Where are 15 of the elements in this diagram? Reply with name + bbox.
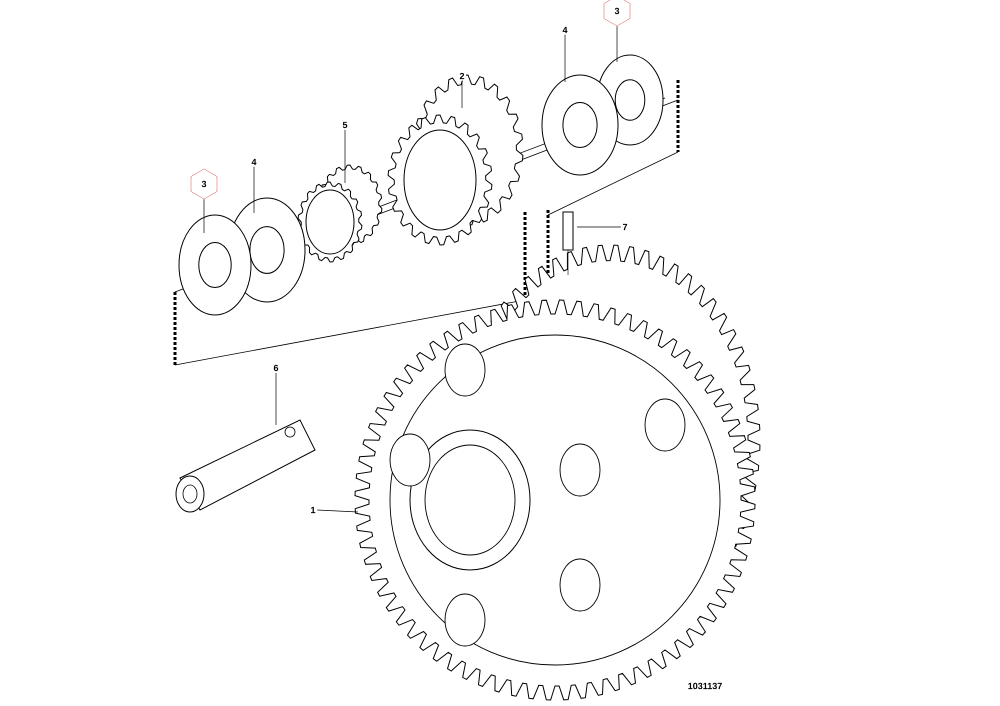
- callout-number: 3: [190, 168, 218, 200]
- callout-number: 1: [309, 505, 317, 515]
- callout-number: 5: [341, 120, 349, 130]
- leader-line: [316, 510, 358, 512]
- callout-number: 4: [250, 157, 258, 167]
- callout-number: 7: [621, 222, 630, 232]
- leader-line: [616, 26, 618, 62]
- callout-number: 3: [604, 0, 630, 26]
- callout-number: 6: [272, 363, 280, 373]
- callout-number: 4: [561, 25, 569, 35]
- leader-line: [576, 226, 622, 228]
- leader-line: [564, 34, 566, 82]
- drawing-number: 1031137: [688, 682, 722, 690]
- callout-number: 2: [458, 71, 466, 81]
- leader-line: [344, 129, 346, 184]
